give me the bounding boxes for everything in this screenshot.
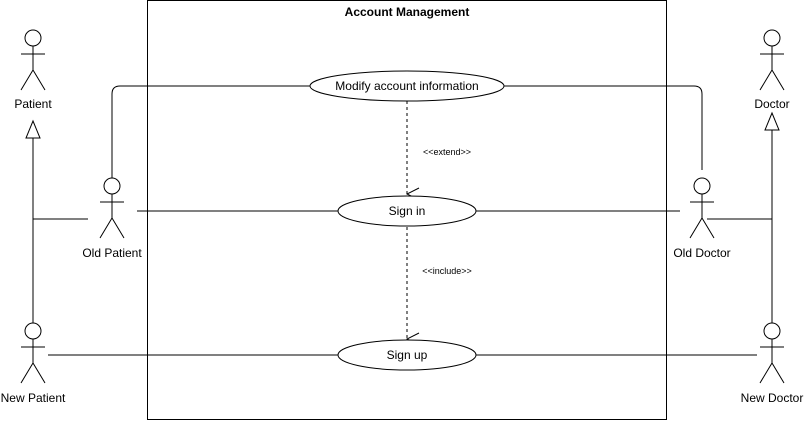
actor-doctor-label: Doctor <box>754 97 789 111</box>
actor-patient <box>20 29 46 91</box>
actor-new-patient <box>20 322 46 384</box>
actor-new-doctor <box>759 322 785 384</box>
generalization-arrowhead-patient <box>25 119 41 139</box>
generalization-old-doctor <box>707 130 773 220</box>
actor-old-patient-label: Old Patient <box>82 246 142 260</box>
use-case-sign-in: Sign in <box>337 195 477 227</box>
use-case-sign-up: Sign up <box>337 339 477 371</box>
actor-doctor <box>759 29 785 91</box>
actor-new-doctor-label: New Doctor <box>741 391 804 405</box>
actor-old-doctor <box>689 177 715 239</box>
actor-new-patient-label: New Patient <box>1 391 66 405</box>
system-title: Account Management <box>345 5 470 19</box>
generalization-old-patient <box>32 138 88 220</box>
generalization-arrowhead-doctor <box>764 111 780 131</box>
use-case-sign-in-label: Sign in <box>389 204 426 218</box>
actor-patient-label: Patient <box>14 97 52 111</box>
assoc-old-doctor-modify <box>504 85 703 170</box>
system-boundary <box>147 0 667 420</box>
actor-old-doctor-label: Old Doctor <box>673 246 730 260</box>
include-label: <<include>> <box>422 266 472 276</box>
use-case-sign-up-label: Sign up <box>387 348 428 362</box>
assoc-old-patient-modify <box>111 85 310 178</box>
extend-label: <<extend>> <box>423 147 471 157</box>
actor-old-patient <box>99 177 125 239</box>
use-case-modify-account: Modify account information <box>309 70 505 102</box>
use-case-modify-label: Modify account information <box>335 79 478 93</box>
